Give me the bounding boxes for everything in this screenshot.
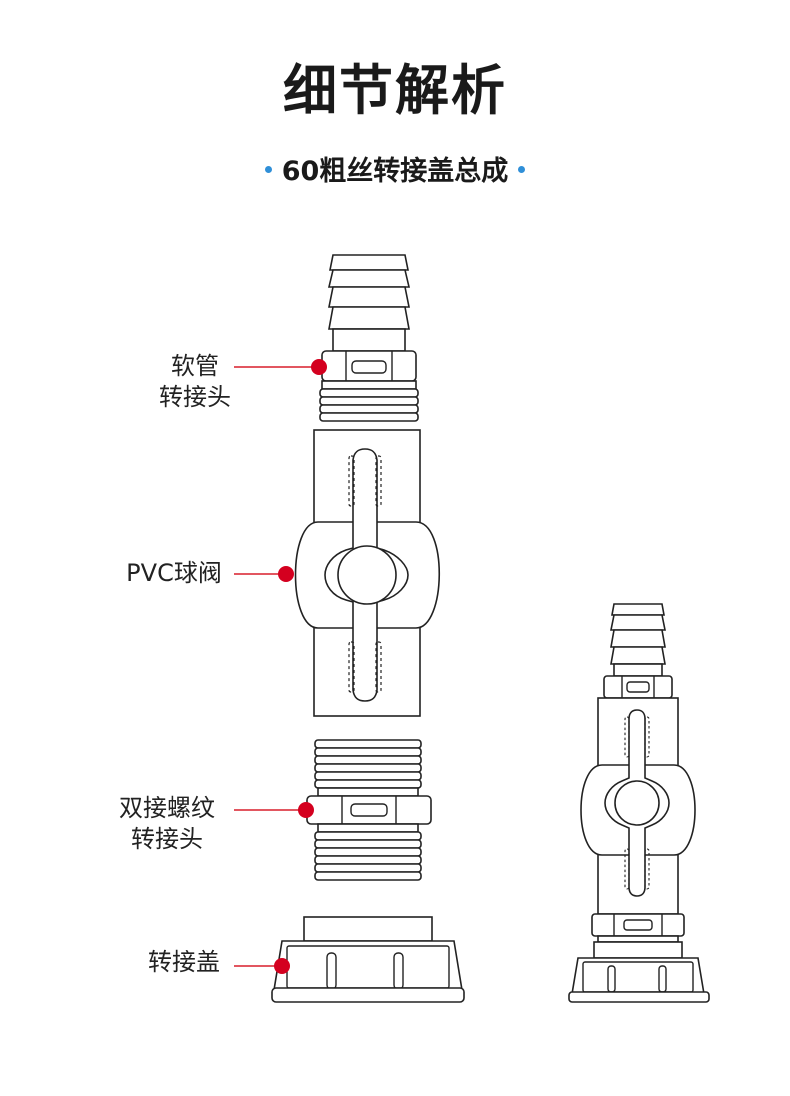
callout-markers <box>234 359 327 974</box>
label-pvc-ball-valve-text: PVC球阀 <box>126 559 222 587</box>
valve-grip-ridges <box>348 455 382 693</box>
label-hose-adapter: 软管 转接头 <box>140 351 250 413</box>
marker-pvc-valve <box>278 566 294 582</box>
hose-barb-adapter <box>319 254 419 422</box>
adapter-cap <box>271 916 465 1003</box>
subtitle-text: 60粗丝转接盖总成 <box>281 156 509 187</box>
marker-double-thread <box>298 802 314 818</box>
page-title: 细节解析 <box>283 59 507 122</box>
marker-hose-adapter <box>311 359 327 375</box>
label-hose-adapter-line2: 转接头 <box>159 383 231 411</box>
label-double-thread-line2: 转接头 <box>131 825 203 853</box>
page-subtitle: 60粗丝转接盖总成 <box>0 152 790 192</box>
marker-adapter-cap <box>274 958 290 974</box>
double-thread-adapter <box>306 739 432 881</box>
label-hose-adapter-line1: 软管 <box>171 352 219 380</box>
label-adapter-cap: 转接盖 <box>134 947 234 978</box>
left-dot-icon <box>264 166 272 173</box>
label-double-thread-adapter: 双接螺纹 转接头 <box>104 793 230 855</box>
label-adapter-cap-text: 转接盖 <box>148 948 220 976</box>
label-double-thread-line1: 双接螺纹 <box>119 794 215 822</box>
label-pvc-ball-valve: PVC球阀 <box>104 558 244 589</box>
right-dot-icon <box>518 166 526 173</box>
assembled-unit <box>568 603 710 1003</box>
pvc-ball-valve <box>294 429 440 717</box>
